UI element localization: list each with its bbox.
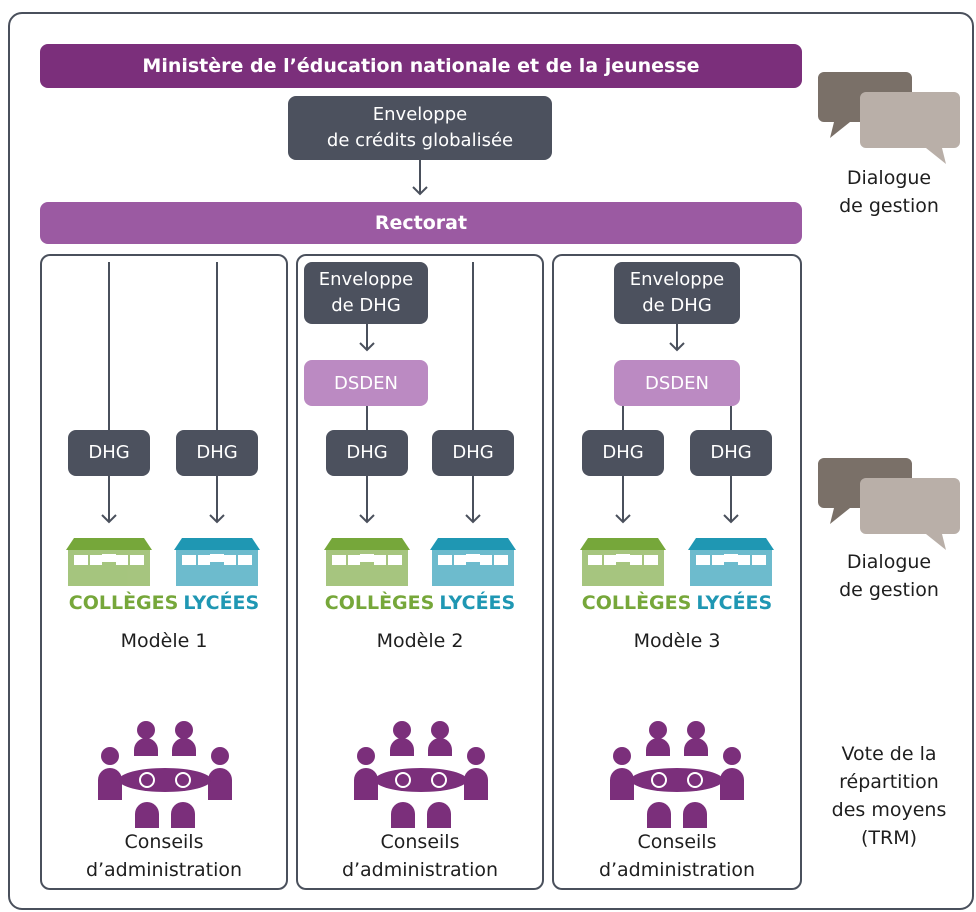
enveloppe-dhg-box-2: Enveloppe de DHG [304,262,428,324]
conseils-line2: d’administration [341,859,499,881]
panel-modele-2 [296,254,544,890]
lycees-label: LYCÉES [439,592,516,614]
conseils-line1: Conseils [124,831,204,853]
rectorat-label: Rectorat [374,212,468,234]
ministere-label: Ministère de l’éducation nationale et de… [142,55,700,77]
labels-m1: COLLÈGES LYCÉES [40,592,288,614]
conseils-line2: d’administration [85,859,243,881]
arrows-modele-3 [615,324,739,523]
conseils-m3: Conseils d’administration [552,828,802,884]
arrows-modele-2 [359,262,481,523]
labels-m3: COLLÈGES LYCÉES [552,592,802,614]
enveloppe-dhg-line2: de DHG [331,295,401,316]
dhg-box-m3-right: DHG [690,430,772,476]
arrows-modele-1 [101,262,225,523]
dhg-box-m1-right: DHG [176,430,258,476]
side-dialogue-line2: de gestion [839,195,939,217]
dhg-label: DHG [346,442,388,463]
conseils-line1: Conseils [637,831,717,853]
dsden-label: DSDEN [334,372,398,394]
dhg-label: DHG [88,442,130,463]
side-vote-line2: répartition [839,771,939,793]
conseils-line2: d’administration [598,859,756,881]
side-dialogue-2: Dialogue de gestion [806,548,972,604]
conseils-line1: Conseils [380,831,460,853]
enveloppe-dhg-line1: Enveloppe [629,269,725,290]
enveloppe-globale-line1: Enveloppe [372,104,468,125]
dhg-label: DHG [710,442,752,463]
conseils-m1: Conseils d’administration [40,828,288,884]
colleges-label: COLLÈGES [581,592,692,614]
side-dialogue-line1: Dialogue [846,167,932,189]
arrow-enveloppe-rectorat [412,160,428,195]
speech-bubble-icon-2 [818,458,960,550]
colleges-label: COLLÈGES [324,592,435,614]
panel-modele-3 [552,254,802,890]
lycees-label: LYCÉES [183,592,260,614]
side-vote-line4: (TRM) [860,827,918,849]
dhg-box-m1-left: DHG [68,430,150,476]
dhg-box-m3-left: DHG [582,430,664,476]
people-group-icon-m3 [610,721,744,828]
colleges-label: COLLÈGES [68,592,179,614]
side-vote-line3: des moyens [831,799,947,821]
modele-2-title: Modèle 2 [376,630,464,652]
people-group-icon-m2 [354,721,488,828]
enveloppe-dhg-line2: de DHG [642,295,712,316]
side-dialogue-1: Dialogue de gestion [806,164,972,220]
people-group-icon-m1 [98,721,232,828]
dsden-box-2: DSDEN [304,360,428,406]
dsden-label: DSDEN [645,372,709,394]
speech-bubble-icon-1 [818,72,960,164]
dsden-box-3: DSDEN [614,360,740,406]
labels-m2: COLLÈGES LYCÉES [296,592,544,614]
dhg-label: DHG [196,442,238,463]
modele-1-title: Modèle 1 [120,630,208,652]
enveloppe-globale-line2: de crédits globalisée [326,130,514,151]
side-dialogue-line2: de gestion [839,579,939,601]
dhg-box-m2-left: DHG [326,430,408,476]
dhg-label: DHG [602,442,644,463]
ministere-bar: Ministère de l’éducation nationale et de… [40,44,802,88]
dhg-label: DHG [452,442,494,463]
outer-frame [8,12,974,910]
dhg-box-m2-right: DHG [432,430,514,476]
enveloppe-globale-box: Enveloppe de crédits globalisée [288,96,552,160]
conseils-m2: Conseils d’administration [296,828,544,884]
lycees-label: LYCÉES [696,592,773,614]
rectorat-bar: Rectorat [40,202,802,244]
side-vote-line1: Vote de la [841,743,937,765]
side-vote: Vote de la répartition des moyens (TRM) [806,740,972,852]
panel-modele-1 [40,254,288,890]
enveloppe-dhg-line1: Enveloppe [318,269,414,290]
side-dialogue-line1: Dialogue [846,551,932,573]
enveloppe-dhg-box-3: Enveloppe de DHG [614,262,740,324]
modele-3-title: Modèle 3 [633,630,721,652]
